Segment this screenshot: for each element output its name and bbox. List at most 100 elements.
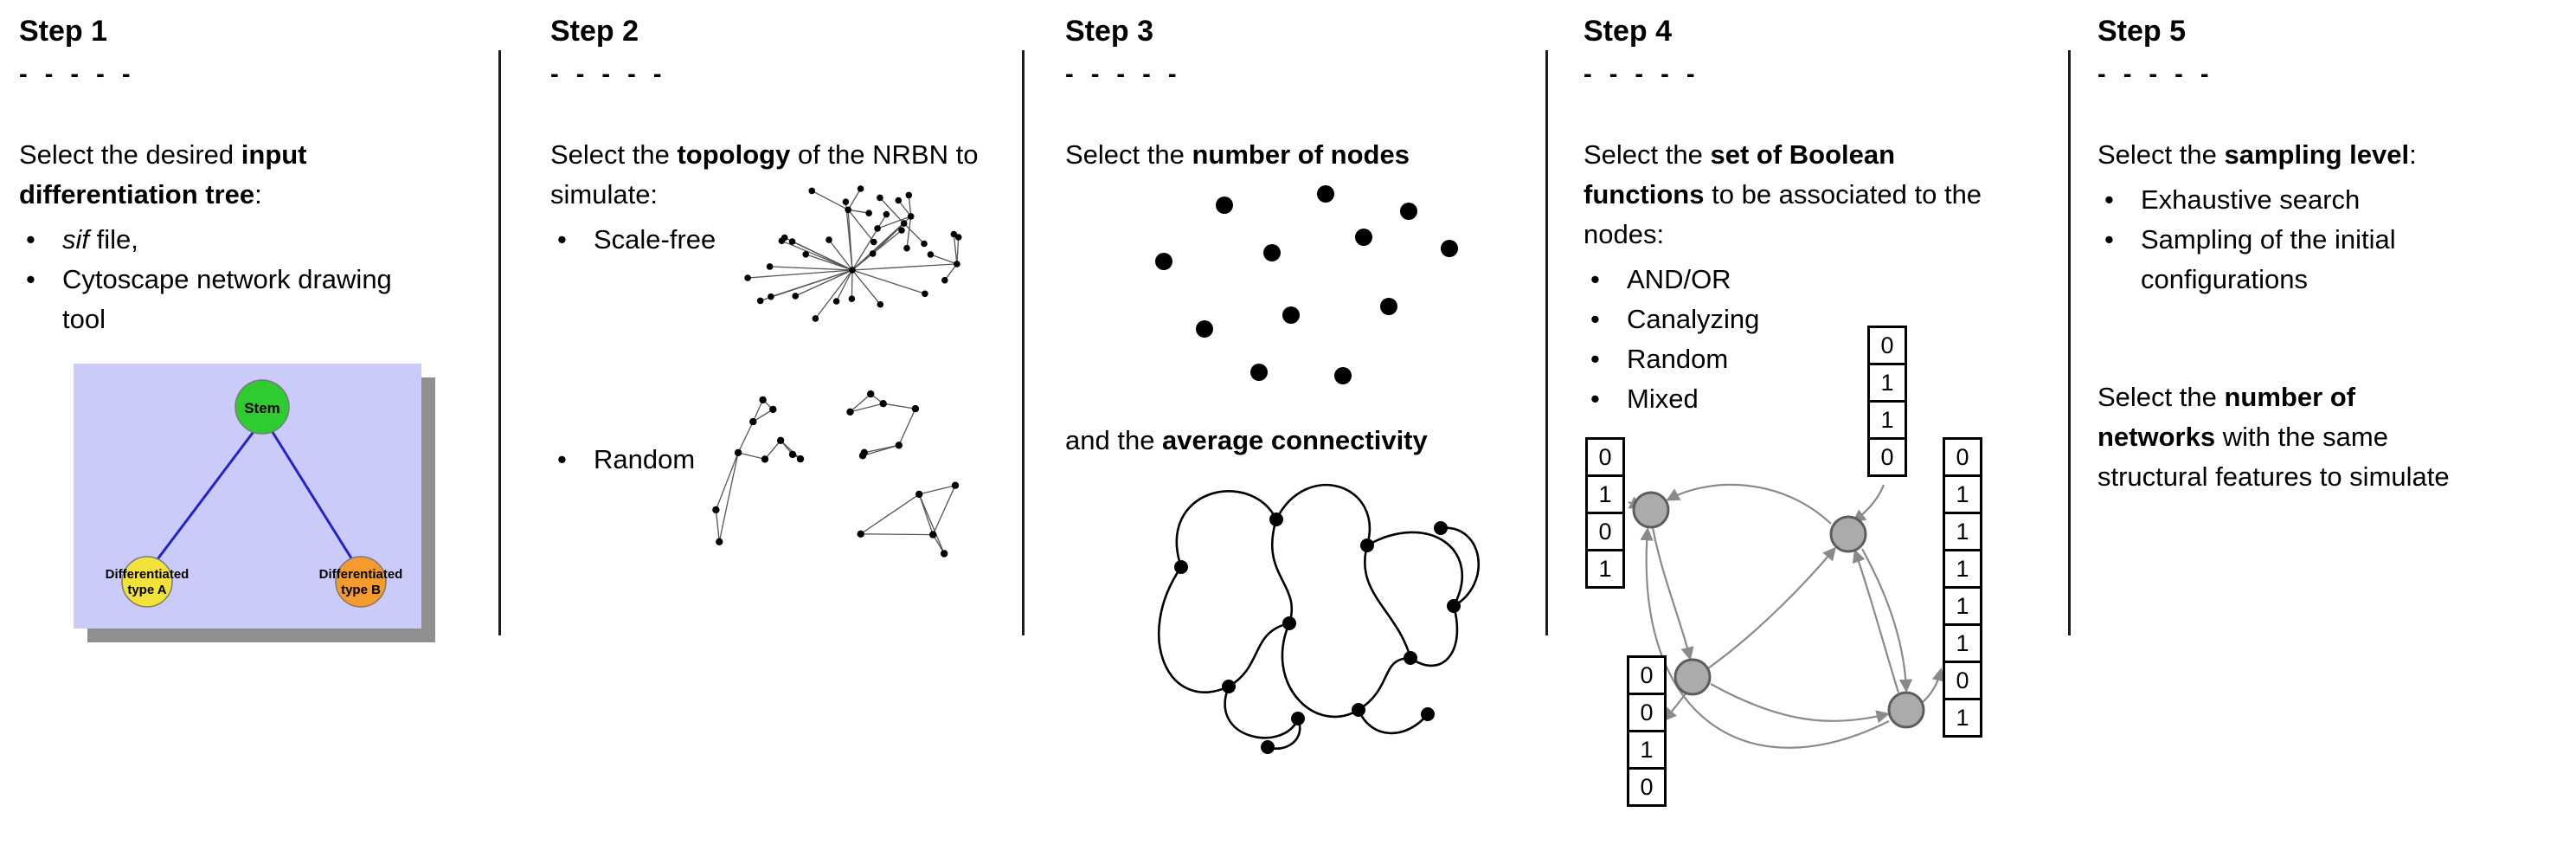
network-node [895, 442, 903, 449]
network-node [802, 251, 809, 258]
truth-table-cell: 1 [1867, 400, 1907, 440]
bullet-text: Cytoscape network drawing tool [62, 264, 392, 334]
truth-table-cell: 1 [1627, 730, 1667, 770]
network-node [796, 455, 805, 463]
step3-title: Step 3 [1065, 15, 1154, 48]
network-edge [862, 444, 899, 456]
network-node [845, 206, 851, 214]
bullet-italic: sif [62, 224, 89, 255]
network-node [832, 298, 840, 305]
list-item: Scale-free [550, 220, 983, 260]
step5-title: Step 5 [2097, 15, 2187, 48]
divider-2 [1022, 50, 1025, 635]
network-node [1673, 658, 1712, 696]
stem-label: Stem [244, 400, 280, 416]
network-edge [847, 188, 862, 210]
bullet-text: Scale-free [594, 224, 716, 255]
network-node [869, 250, 877, 257]
truth-table-cell: 1 [1943, 549, 1982, 589]
list-item: Exhaustive search [2097, 180, 2565, 220]
network-edge [851, 269, 881, 306]
network-edge [930, 254, 958, 265]
network-edge [811, 190, 849, 210]
step4-column: Step 4 - - - - - Select the set of Boole… [1584, 14, 2016, 419]
network-edge [836, 269, 853, 302]
list-item: sif file, [19, 220, 400, 260]
network-node [776, 436, 785, 444]
intro-bold: input differentiation tree [19, 139, 307, 210]
truth-table-cell: 0 [1627, 693, 1667, 732]
truth-table-cell: 1 [1943, 698, 1982, 738]
type-b-label-line2: type B [341, 583, 381, 597]
network-edge [847, 210, 853, 271]
network-edge [794, 269, 853, 297]
network-edge [847, 209, 875, 242]
network-edge [814, 269, 853, 319]
network-node [768, 293, 774, 300]
step3-connectivity-text: and the average connectivity [1065, 421, 1537, 461]
network-node [877, 300, 884, 308]
network-node [792, 293, 799, 300]
tree-edge-a [148, 429, 257, 571]
step2-dashes: - - - - - [550, 61, 667, 88]
network-node [879, 400, 887, 408]
step2-title: Step 2 [550, 15, 639, 48]
network-node [954, 261, 960, 268]
network-edge [764, 440, 781, 460]
network-edge [956, 236, 960, 264]
network-node [911, 404, 920, 413]
tree-edge-b [269, 429, 359, 569]
network-edge [953, 234, 958, 264]
bullet-text: Mixed [1627, 384, 1699, 414]
intro-pre: Select the [1584, 139, 1711, 170]
network-node [846, 408, 854, 416]
network-node [788, 238, 796, 245]
step2-intro-text: Select the topology of the NRBN to simul… [550, 135, 983, 215]
network-edge [851, 269, 853, 300]
divider-1 [498, 50, 501, 635]
intro-pre: Select the desired [19, 139, 241, 170]
network-node [848, 295, 856, 302]
step2-bullet-list: Scale-free Random [550, 220, 983, 480]
truth-table-cell: 0 [1627, 655, 1667, 695]
network-edge [919, 485, 956, 495]
network-edge [792, 241, 853, 271]
network-edge [828, 239, 853, 271]
network-node [749, 417, 757, 426]
network-node [922, 290, 928, 298]
truth-table-cell: 1 [1585, 549, 1625, 589]
network-edge [752, 409, 774, 422]
network-node [849, 267, 856, 274]
network-edge [848, 209, 870, 214]
list-item: AND/OR [1584, 260, 2016, 300]
type-b-node [335, 556, 387, 608]
network-node [883, 210, 890, 218]
truth-table-cell: 0 [1943, 437, 1982, 477]
intro-pre: Select the [550, 139, 678, 170]
step1-dashes: - - - - - [19, 61, 136, 88]
network-edge [932, 485, 956, 535]
step5-bullet-list: Exhaustive search Sampling of the initia… [2097, 180, 2565, 300]
truth-table-cell: 0 [1627, 767, 1667, 807]
network-edge [781, 240, 853, 271]
networks-text-line2: networks with the same [2097, 417, 2565, 457]
network-node [905, 191, 913, 199]
network-node [858, 452, 867, 460]
step5-column: Step 5 - - - - - Select the sampling lev… [2097, 14, 2565, 497]
network-edge [850, 393, 871, 413]
network-node [842, 198, 850, 205]
list-item: Random [550, 440, 983, 480]
network-node [857, 530, 864, 538]
network-edge [879, 197, 905, 224]
bullet-text: file, [89, 224, 138, 255]
truth-table-cell: 1 [1943, 623, 1982, 663]
step4-title: Step 4 [1584, 15, 1673, 48]
random-network-graphic [712, 390, 960, 558]
truth-table-cell: 0 [1867, 437, 1907, 477]
step5-dashes: - - - - - [2097, 61, 2214, 88]
bullet-text: Sampling of the initial configurations [2141, 224, 2396, 294]
network-edge [918, 493, 934, 535]
scale-free-network-graphic [744, 185, 962, 322]
step1-column: Step 1 - - - - - Select the desired inpu… [19, 14, 400, 339]
connectivity-tangle-graphic [1158, 483, 1481, 754]
